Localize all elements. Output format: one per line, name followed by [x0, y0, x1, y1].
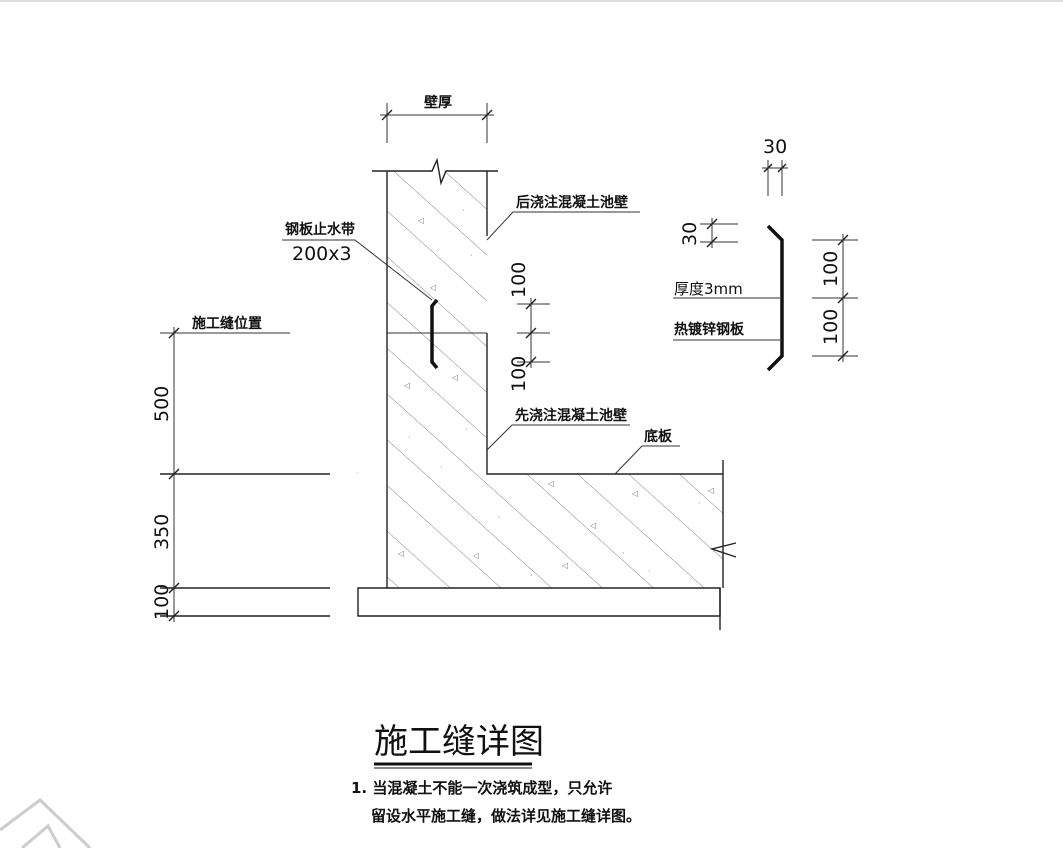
left-elevation-dimension: 施工缝位置 500 350 100 ·	[151, 315, 359, 622]
svg-text:◁: ◁	[417, 216, 424, 225]
detail-100-upper: 100	[820, 251, 842, 287]
wall-thickness-dimension: 壁厚	[380, 94, 494, 143]
detail-top-30: 30	[763, 136, 787, 158]
svg-text:·: ·	[648, 567, 651, 576]
wall-thickness-label: 壁厚	[424, 94, 452, 111]
drawing-title-block: 施工缝详图	[374, 722, 544, 769]
note-line-2: 留设水平施工缝，做法详见施工缝详图。	[371, 807, 641, 825]
thickness-label: 厚度3mm	[674, 280, 743, 298]
waterstop-leader: 钢板止水带 200x3	[282, 221, 433, 301]
svg-text:·: ·	[462, 206, 465, 215]
notes: 1. 当混凝土不能一次浇筑成型，只允许 留设水平施工缝，做法详见施工缝详图。	[351, 779, 641, 825]
svg-text:·: ·	[498, 513, 501, 522]
waterstop-detail: 30 30 厚度3mm 热镀锌钢板 100 100	[673, 136, 858, 372]
waterstop-size-label: 200x3	[292, 243, 352, 265]
dim-100: 100	[151, 584, 173, 620]
svg-text:·: ·	[408, 433, 411, 442]
svg-text:◁: ◁	[403, 381, 410, 390]
svg-text:◁: ◁	[561, 561, 568, 570]
drawing-title: 施工缝详图	[374, 722, 544, 762]
detail-100-lower: 100	[820, 309, 842, 345]
svg-text:◁: ◁	[707, 486, 714, 495]
later-pour-wall-label: 后浇注混凝土池壁	[516, 194, 628, 211]
dim-350: 350	[151, 514, 173, 550]
svg-text:◁: ◁	[397, 549, 404, 558]
dim-upper-100: 100	[508, 262, 530, 298]
waterstop-label: 钢板止水带	[285, 221, 355, 238]
svg-text:·: ·	[440, 463, 443, 472]
bottom-slab-leader: 底板	[614, 428, 680, 475]
svg-text:◁: ◁	[589, 521, 596, 530]
svg-text:◁: ◁	[451, 373, 458, 382]
svg-text:◁: ◁	[547, 479, 554, 488]
dim-500: 500	[151, 386, 173, 422]
first-pour-leader: 先浇注混凝土池壁	[486, 407, 630, 451]
note-line-1: 1. 当混凝土不能一次浇筑成型，只允许	[351, 779, 612, 797]
section-mark-icon	[709, 542, 737, 558]
svg-text:·: ·	[698, 499, 701, 508]
joint-position-label: 施工缝位置	[192, 315, 262, 332]
svg-text:·: ·	[470, 251, 473, 260]
cushion-layer	[357, 460, 724, 630]
svg-text:·: ·	[356, 469, 359, 478]
dim-lower-100: 100	[508, 356, 530, 392]
svg-text:◁: ◁	[631, 489, 638, 498]
svg-text:◁: ◁	[429, 283, 436, 292]
svg-text:◁: ◁	[472, 551, 479, 560]
corner-mark	[0, 798, 92, 848]
galvanized-plate-label: 热镀锌钢板	[674, 321, 745, 338]
waterstop-plate	[430, 298, 439, 370]
first-pour-wall-label: 先浇注混凝土池壁	[515, 407, 627, 424]
bottom-slab-label: 底板	[644, 428, 673, 445]
svg-text:·: ·	[465, 425, 468, 434]
concrete-section: ◁ · ◁ · ◁ ◁ · · ◁ ◁ ◁ ◁ ◁ · · · ◁ ◁ · · ·	[372, 157, 724, 588]
detail-side-30: 30	[679, 222, 701, 246]
svg-text:·: ·	[530, 571, 533, 580]
svg-text:·: ·	[622, 549, 625, 558]
later-pour-leader: 后浇注混凝土池壁	[486, 194, 640, 241]
joint-offset-dimension: 100 100	[508, 262, 550, 392]
